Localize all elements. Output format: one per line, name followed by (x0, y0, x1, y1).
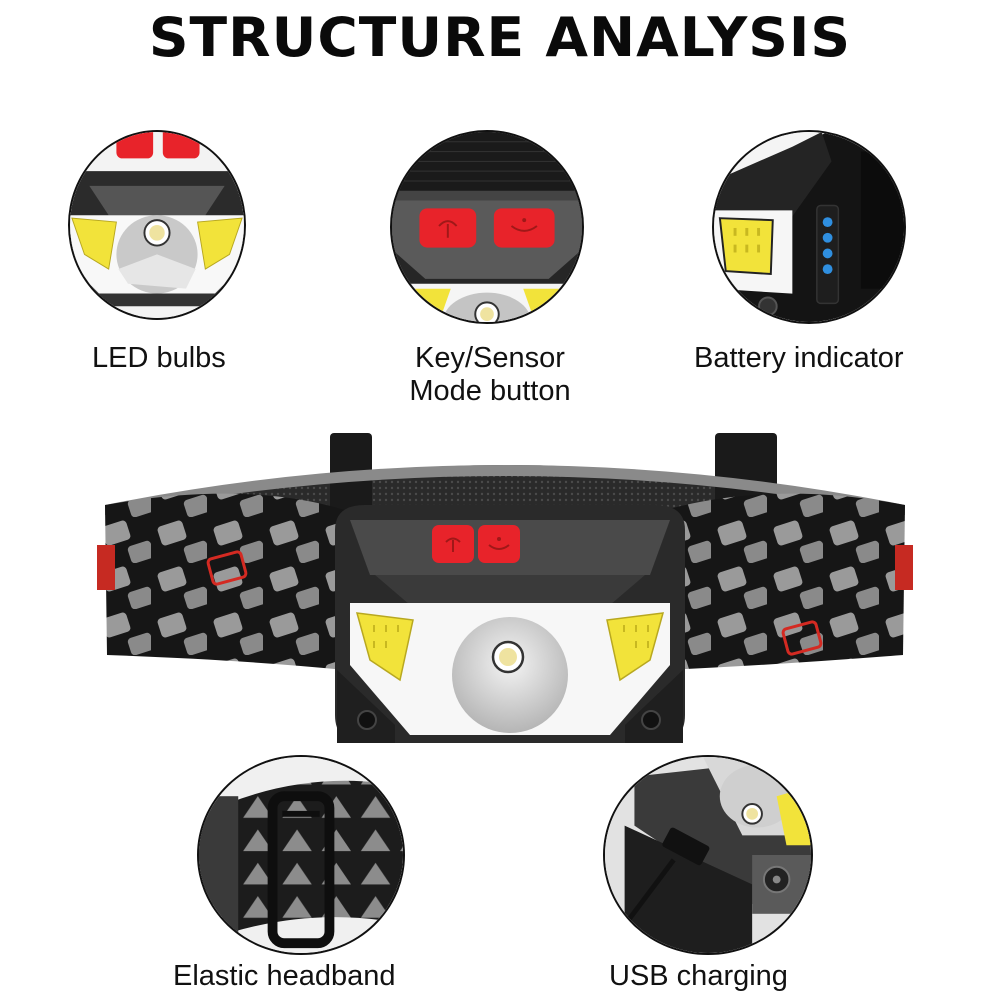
headband-buckle-closeup-icon (197, 755, 405, 955)
mode-buttons-closeup-icon (390, 130, 584, 324)
label-mode-button: Mode button (409, 375, 571, 407)
led-bulbs-closeup-icon (68, 130, 246, 320)
battery-indicator-closeup-icon (712, 130, 906, 324)
page-title: STRUCTURE ANALYSIS (148, 6, 852, 69)
label-usb-charging: USB charging (609, 960, 788, 992)
label-battery-indicator: Battery indicator (694, 342, 904, 374)
sensor-button-icon (478, 525, 520, 563)
label-key-sensor: Key/Sensor (415, 342, 565, 374)
headlamp-main-image (95, 425, 915, 755)
usb-port-closeup-icon (603, 755, 813, 955)
label-elastic-headband: Elastic headband (173, 960, 396, 992)
label-led-bulbs: LED bulbs (92, 342, 226, 374)
